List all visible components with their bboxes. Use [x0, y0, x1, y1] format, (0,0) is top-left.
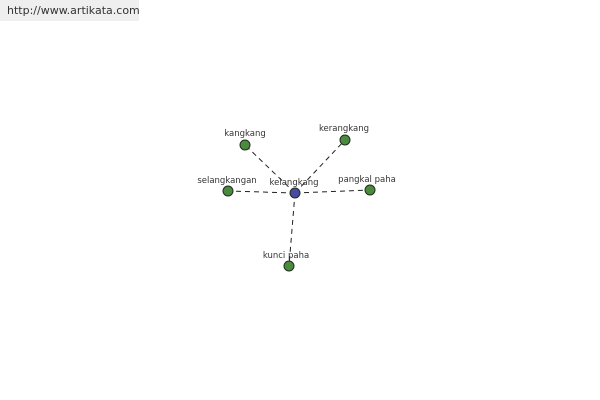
- edge-kunci-paha: [288, 192, 296, 267]
- label-selangkangan[interactable]: selangkangan: [197, 176, 256, 186]
- labels-layer: kangkang kerangkang selangkangan pangkal pa…: [197, 124, 396, 261]
- edge-kerangkang: [294, 139, 346, 194]
- nodes-layer: [222, 134, 376, 272]
- label-kerangkang[interactable]: kerangkang: [319, 124, 369, 134]
- label-center[interactable]: kelangkang: [270, 178, 319, 188]
- label-kangkang[interactable]: kangkang: [224, 129, 266, 139]
- source-url-badge[interactable]: http://www.artikata.com: [0, 0, 140, 21]
- label-pangkal-paha[interactable]: pangkal paha: [338, 175, 396, 185]
- node-pangkal-paha[interactable]: [364, 184, 376, 196]
- node-selangkangan[interactable]: [222, 185, 234, 197]
- node-kerangkang[interactable]: [339, 134, 351, 146]
- edge-selangkangan: [227, 190, 296, 194]
- label-kunci-paha[interactable]: kunci paha: [263, 251, 309, 261]
- edges-layer: [227, 139, 371, 267]
- edge-kangkang: [244, 144, 296, 194]
- node-kunci-paha[interactable]: [283, 260, 295, 272]
- node-kangkang[interactable]: [239, 139, 251, 151]
- node-center[interactable]: [289, 187, 301, 199]
- edge-pangkal-paha: [294, 189, 371, 194]
